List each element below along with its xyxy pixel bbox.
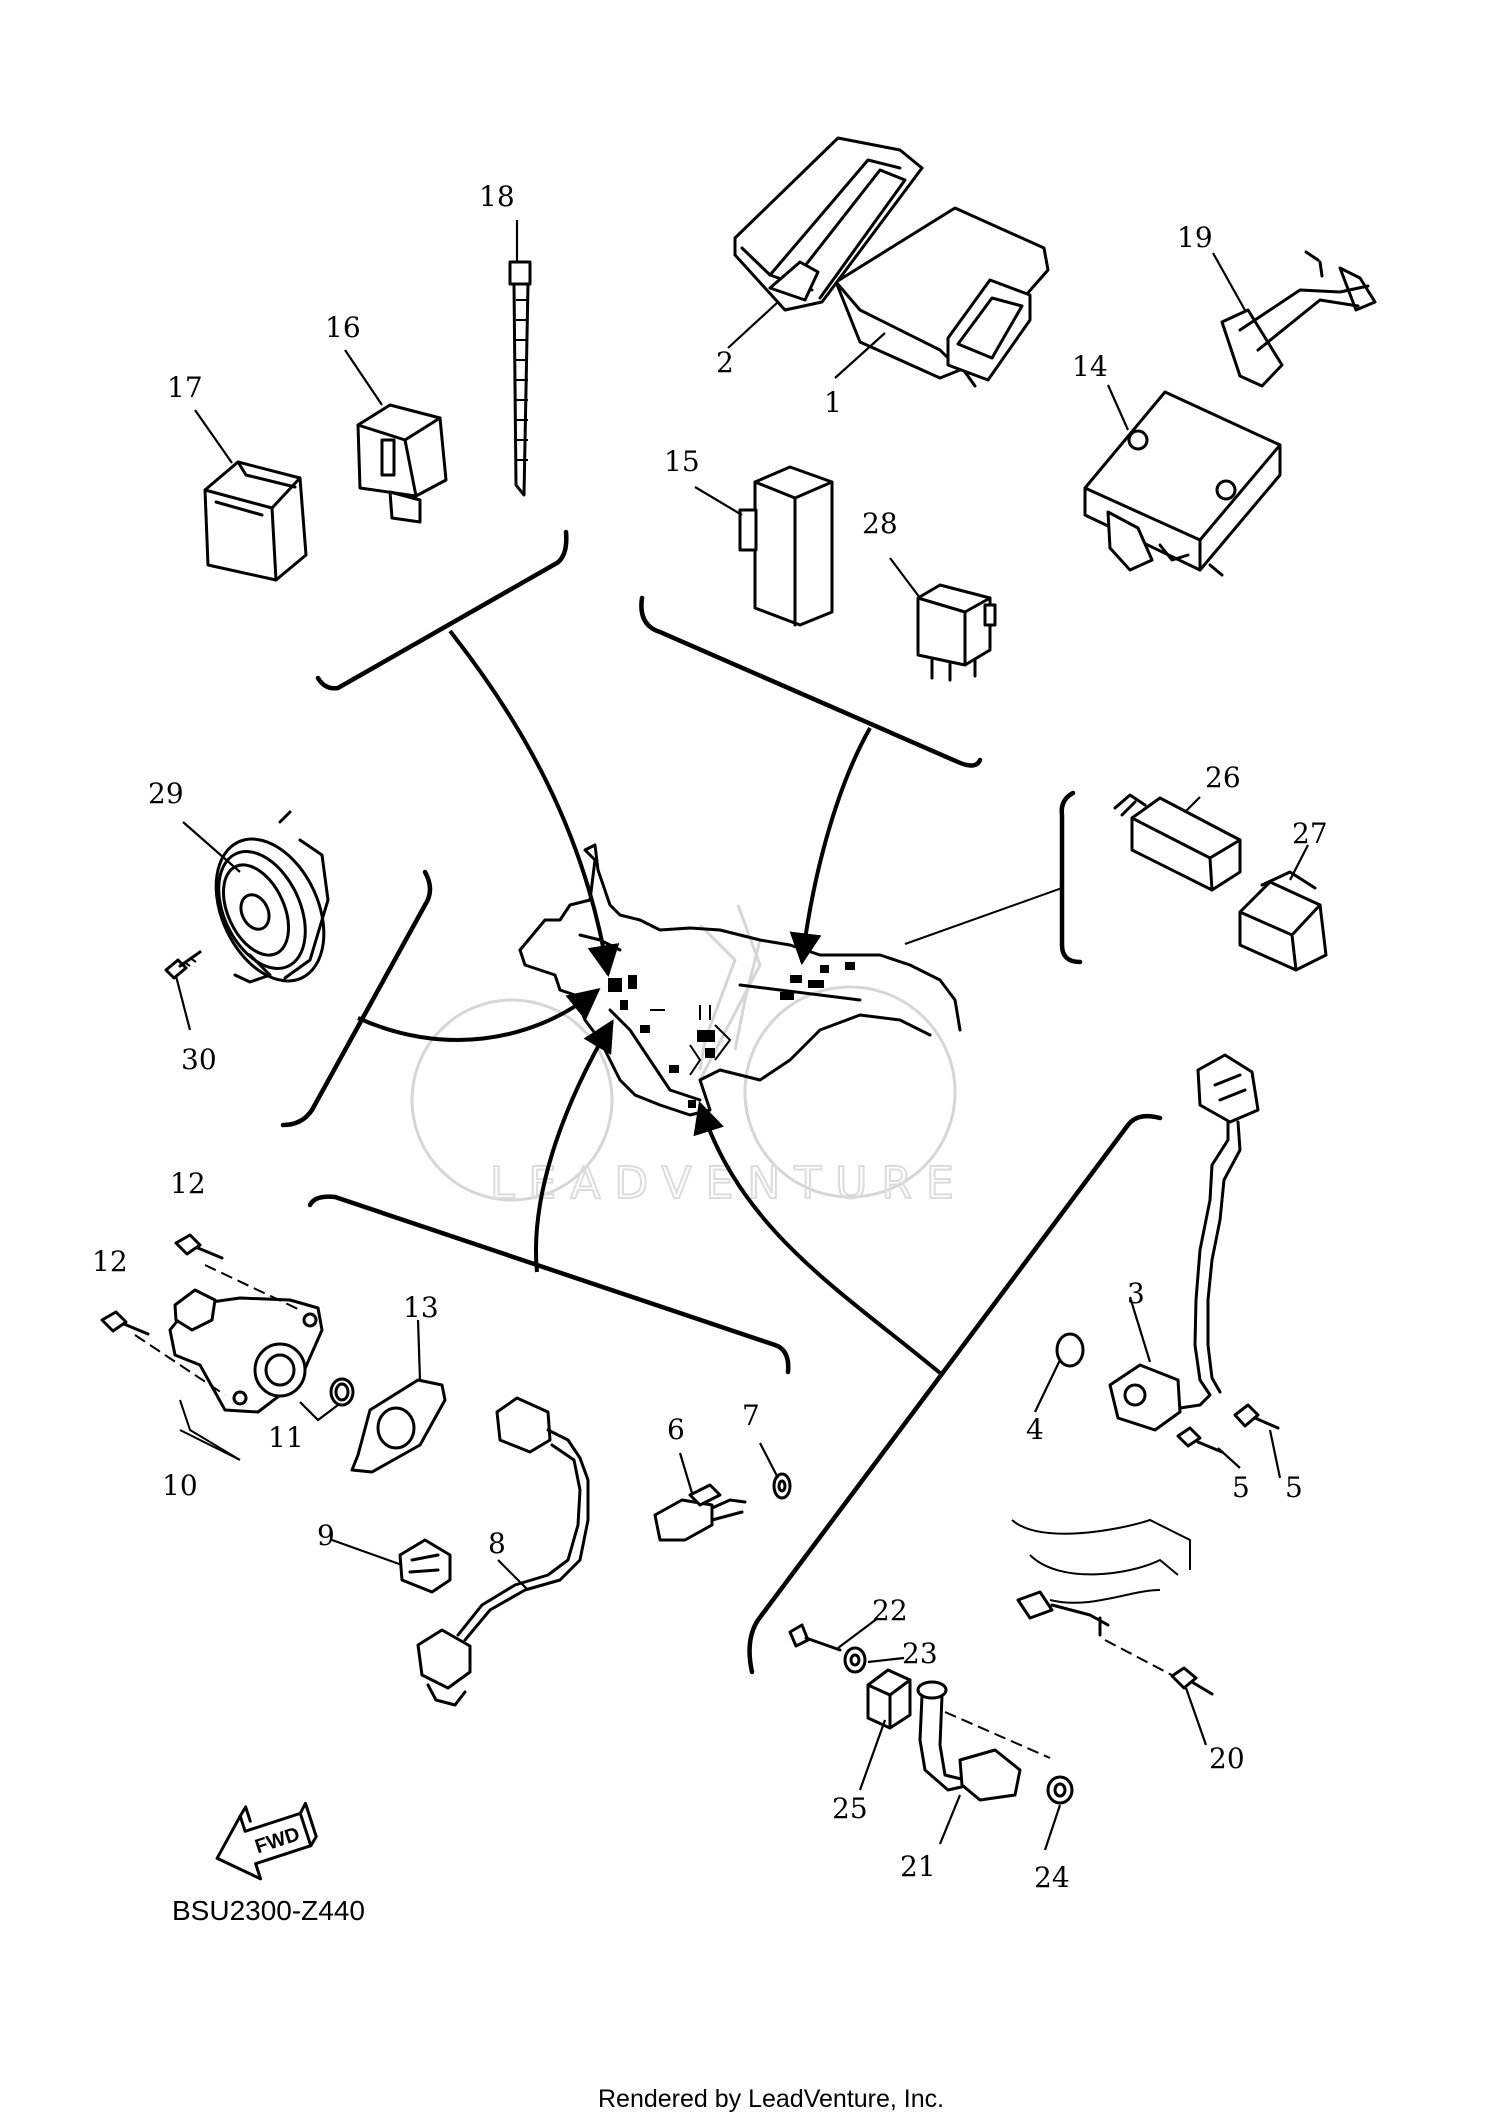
callout-5b: 5 — [1285, 1471, 1303, 1504]
callout-9: 9 — [317, 1519, 335, 1552]
callout-7: 7 — [742, 1399, 760, 1432]
motorcycle-silhouette: LEADVENTURE — [410, 843, 968, 1210]
frame-harness-sketch — [1011, 1518, 1191, 1683]
callout-5a: 5 — [1232, 1471, 1250, 1504]
bolt-22[interactable] — [788, 1623, 842, 1652]
harness-bolt[interactable] — [1170, 1666, 1214, 1696]
callout-28: 28 — [862, 507, 898, 540]
sensor-bolt-1[interactable] — [1233, 1403, 1280, 1430]
horn-bolt[interactable] — [164, 950, 202, 980]
callout-4: 4 — [1026, 1413, 1044, 1446]
callout-3: 3 — [1127, 1277, 1145, 1310]
callout-13: 13 — [403, 1291, 439, 1324]
coupler-connector[interactable] — [1113, 793, 1242, 892]
bolt-12-lower[interactable] — [100, 1310, 150, 1336]
idle-control-unit[interactable] — [134, 1264, 324, 1414]
ecu-unit[interactable] — [834, 206, 1050, 388]
o-ring[interactable] — [1055, 1332, 1085, 1368]
cable-tie[interactable] — [508, 260, 532, 497]
callout-21: 21 — [900, 1850, 936, 1883]
relay-block[interactable] — [738, 465, 834, 627]
callout-2: 2 — [716, 346, 734, 379]
callout-14: 14 — [1072, 350, 1108, 383]
callout-15: 15 — [664, 445, 700, 478]
assembly-bracket-10 — [179, 1399, 241, 1461]
group-brackets — [280, 529, 1163, 1675]
callout-30: 30 — [181, 1043, 217, 1076]
diagram-code: BSU2300-Z440 — [172, 1895, 365, 1926]
rectifier-regulator[interactable] — [1083, 390, 1282, 577]
sensor-8[interactable] — [416, 1396, 590, 1707]
footer-credit: Rendered by LeadVenture, Inc. — [598, 2085, 944, 2113]
callout-17: 17 — [167, 371, 203, 404]
coupler-cap[interactable] — [1238, 870, 1328, 972]
callout-22: 22 — [872, 1594, 908, 1627]
switch-6[interactable] — [653, 1483, 747, 1542]
callout-1: 1 — [824, 386, 842, 419]
callout-19: 19 — [1177, 221, 1213, 254]
bolt-12-upper[interactable] — [174, 1233, 224, 1260]
callout-12b: 12 — [92, 1245, 128, 1278]
turn-relay[interactable] — [203, 460, 308, 582]
gasket-13[interactable] — [350, 1378, 447, 1474]
clip-9[interactable] — [398, 1538, 452, 1594]
callout-29: 29 — [148, 777, 184, 810]
sensor-bolt-2[interactable] — [1176, 1426, 1224, 1454]
forward-arrow-icon: FWD — [215, 1801, 318, 1881]
horn[interactable] — [195, 810, 345, 998]
bracket-25[interactable] — [866, 1668, 912, 1730]
callout-8: 8 — [488, 1527, 506, 1560]
callout-labels: 1 2 3 4 5 5 6 7 8 9 10 11 12 12 13 14 15… — [92, 180, 1328, 1894]
sensor-21[interactable] — [916, 1680, 1051, 1802]
nut-24[interactable] — [1046, 1775, 1074, 1805]
callout-25: 25 — [832, 1792, 868, 1825]
watermark-text: LEADVENTURE — [490, 1158, 968, 1209]
wiring-connector[interactable] — [1220, 250, 1377, 388]
sensor-harness[interactable] — [1108, 1053, 1260, 1432]
o-ring-11[interactable] — [329, 1377, 355, 1407]
callout-12a: 12 — [170, 1167, 206, 1200]
callout-18: 18 — [479, 180, 515, 213]
starter-relay[interactable] — [356, 403, 448, 524]
callout-16: 16 — [325, 311, 361, 344]
callout-6: 6 — [667, 1413, 685, 1446]
callout-27: 27 — [1292, 817, 1328, 850]
ecu-alt-unit[interactable] — [733, 136, 924, 312]
callout-23: 23 — [902, 1637, 938, 1670]
leader-lines — [174, 220, 1309, 1851]
callout-26: 26 — [1205, 761, 1241, 794]
callout-20: 20 — [1209, 1742, 1245, 1775]
callout-11: 11 — [268, 1421, 304, 1454]
callout-24: 24 — [1034, 1861, 1070, 1894]
flasher-relay[interactable] — [916, 583, 997, 682]
washer-23[interactable] — [843, 1646, 867, 1674]
callout-10: 10 — [162, 1469, 198, 1502]
washer-7[interactable] — [772, 1472, 792, 1500]
